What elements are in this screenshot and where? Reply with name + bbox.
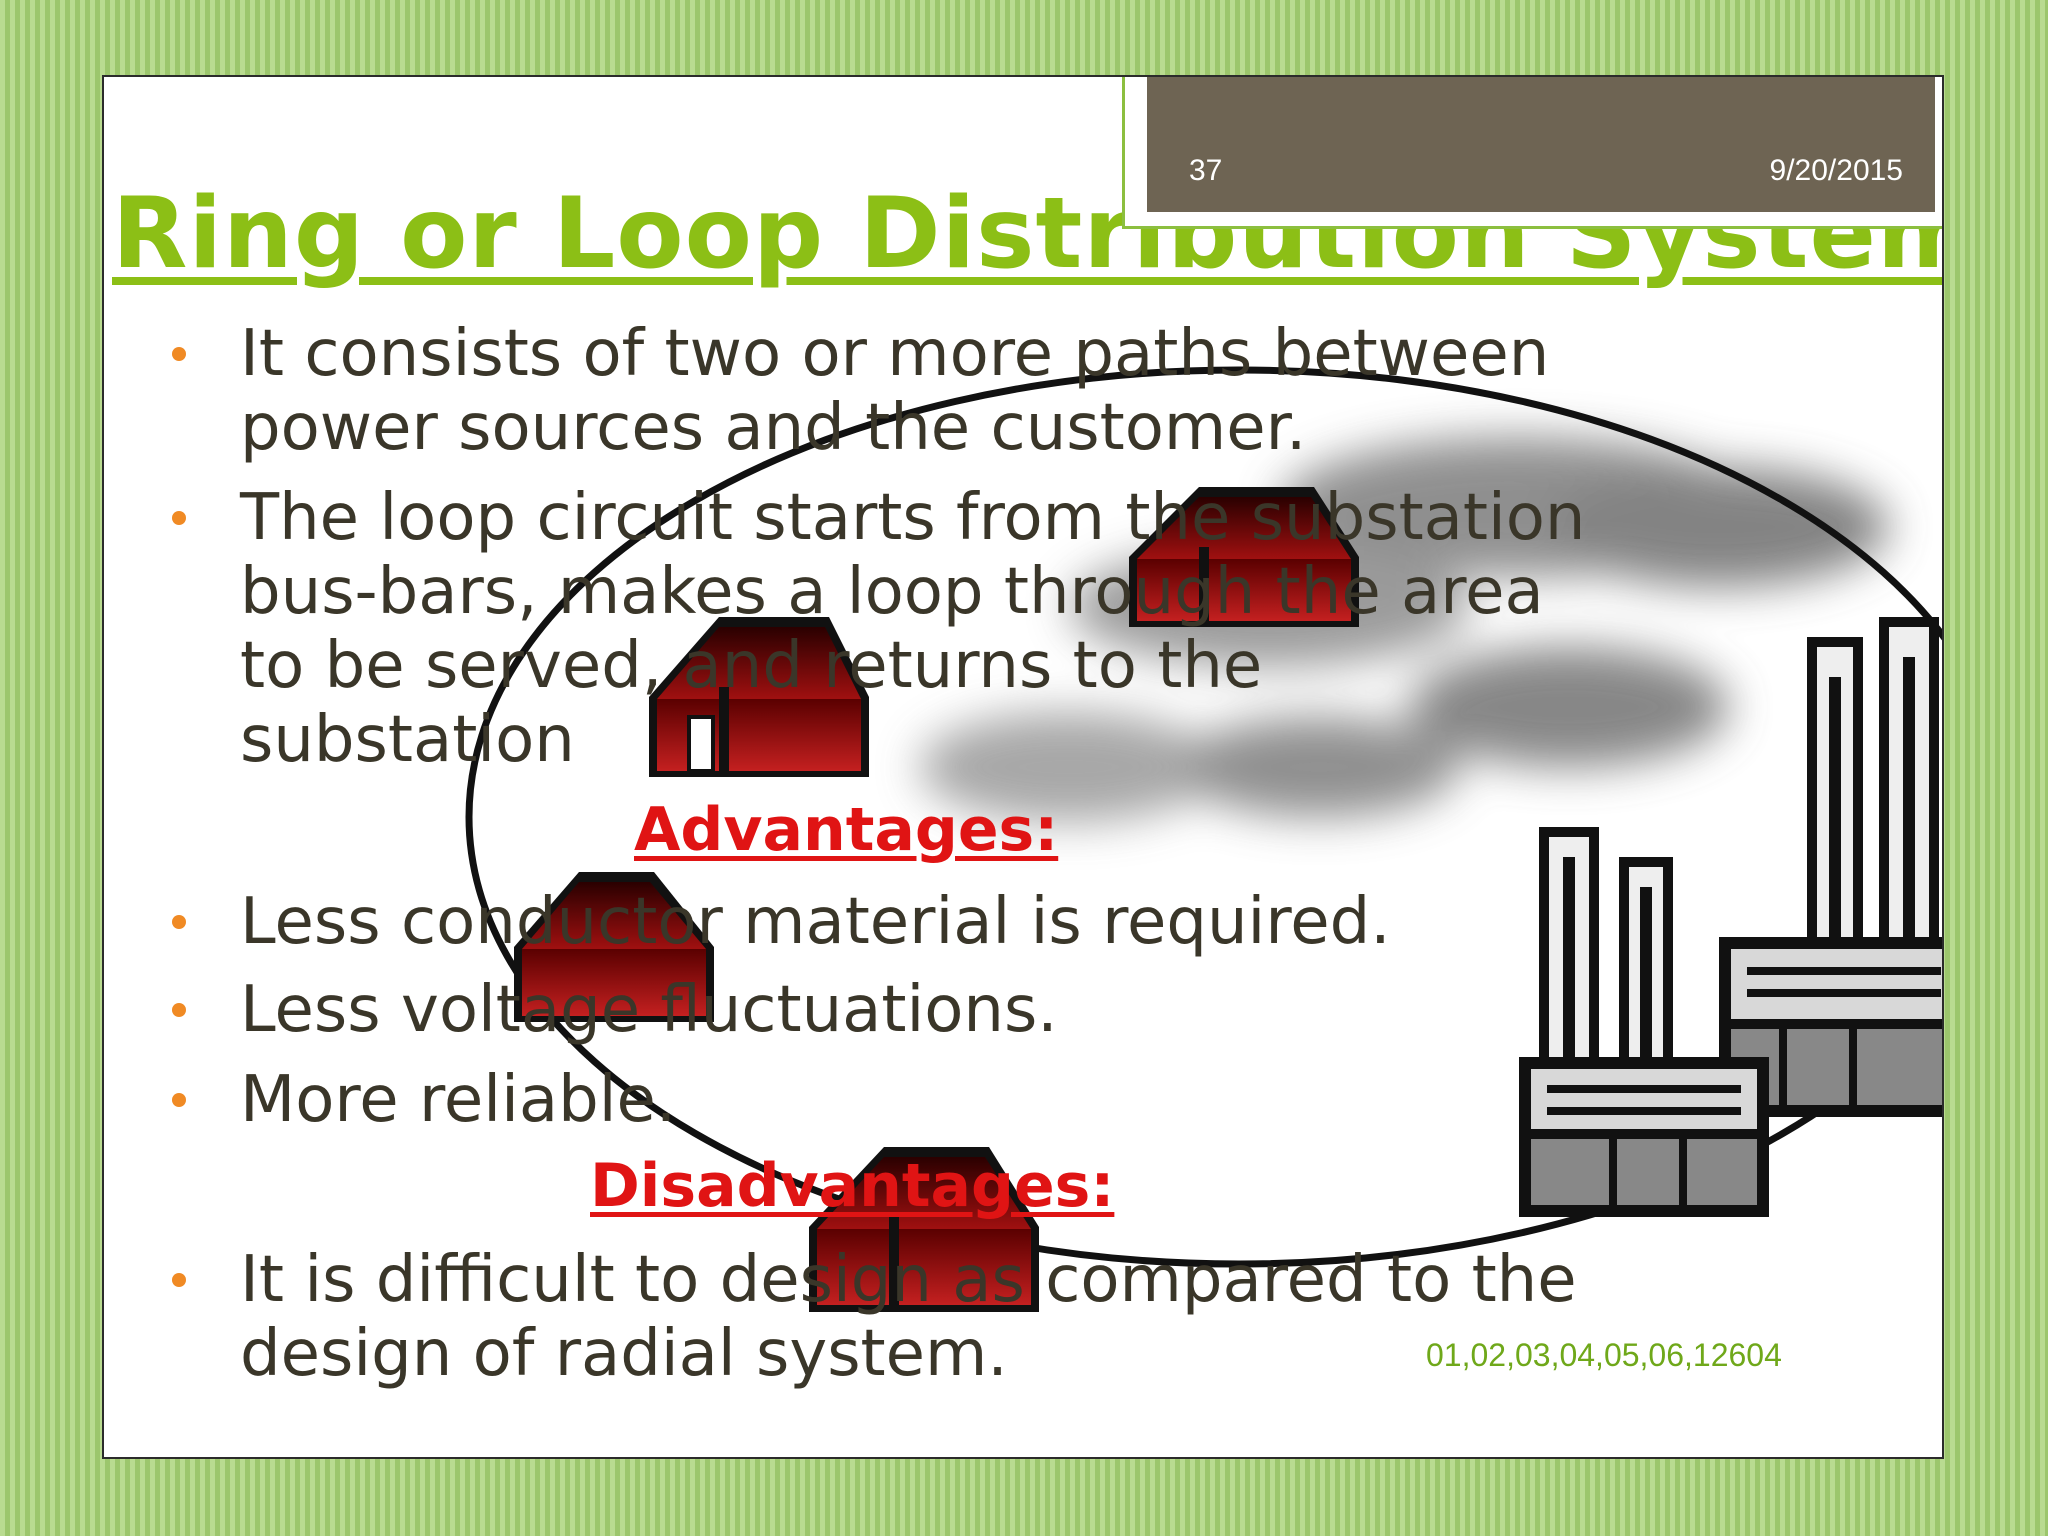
bullet-text: More reliable. bbox=[240, 1063, 677, 1137]
bullet-dot bbox=[172, 915, 186, 929]
ring-loop-line bbox=[465, 366, 1942, 1268]
content-area: It consists of two or more paths between… bbox=[104, 77, 1942, 1457]
bullet-item: It is difficult to design as compared to… bbox=[172, 1243, 1646, 1391]
advantages-heading: Advantages: bbox=[634, 795, 1059, 865]
house-icon bbox=[1129, 487, 1359, 627]
footnote: 01,02,03,04,05,06,12604 bbox=[1426, 1337, 1782, 1373]
bullet-dot bbox=[172, 1093, 186, 1107]
bullet-item: Less voltage fluctuations. bbox=[172, 973, 1686, 1047]
bullet-item: The loop circuit starts from the substat… bbox=[172, 481, 1596, 777]
slide-date: 9/20/2015 bbox=[1769, 154, 1903, 187]
bullet-dot bbox=[172, 347, 186, 361]
header-box: 37 9/20/2015 bbox=[1122, 77, 1942, 229]
bullet-dot bbox=[172, 1273, 186, 1287]
bullet-text: The loop circuit starts from the substat… bbox=[240, 481, 1586, 777]
bullet-text: It consists of two or more paths between… bbox=[240, 317, 1550, 465]
factory-icon bbox=[1519, 827, 1769, 1217]
smoke-clouds bbox=[919, 437, 1889, 822]
slide: 37 9/20/2015 Ring or Loop Distribution S… bbox=[102, 75, 1944, 1459]
bullet-item: Less conductor material is required. bbox=[172, 885, 1686, 959]
bullet-dot bbox=[172, 1003, 186, 1017]
disadvantages-heading: Disadvantages: bbox=[590, 1151, 1115, 1221]
bullet-text: It is difficult to design as compared to… bbox=[240, 1243, 1577, 1391]
header-bar: 37 9/20/2015 bbox=[1147, 77, 1935, 212]
factory-icon bbox=[1719, 617, 1942, 1117]
bullet-dot bbox=[172, 511, 186, 525]
slide-number: 37 bbox=[1189, 154, 1223, 187]
bullet-text: Less voltage fluctuations. bbox=[240, 973, 1058, 1047]
bullet-text: Less conductor material is required. bbox=[240, 885, 1391, 959]
bullet-item: More reliable. bbox=[172, 1063, 1686, 1137]
bullet-item: It consists of two or more paths between… bbox=[172, 317, 1586, 465]
house-icon bbox=[809, 1147, 1039, 1312]
house-icon bbox=[514, 872, 714, 1022]
ring-distribution-diagram bbox=[465, 366, 1942, 1312]
house-icon bbox=[649, 617, 869, 777]
